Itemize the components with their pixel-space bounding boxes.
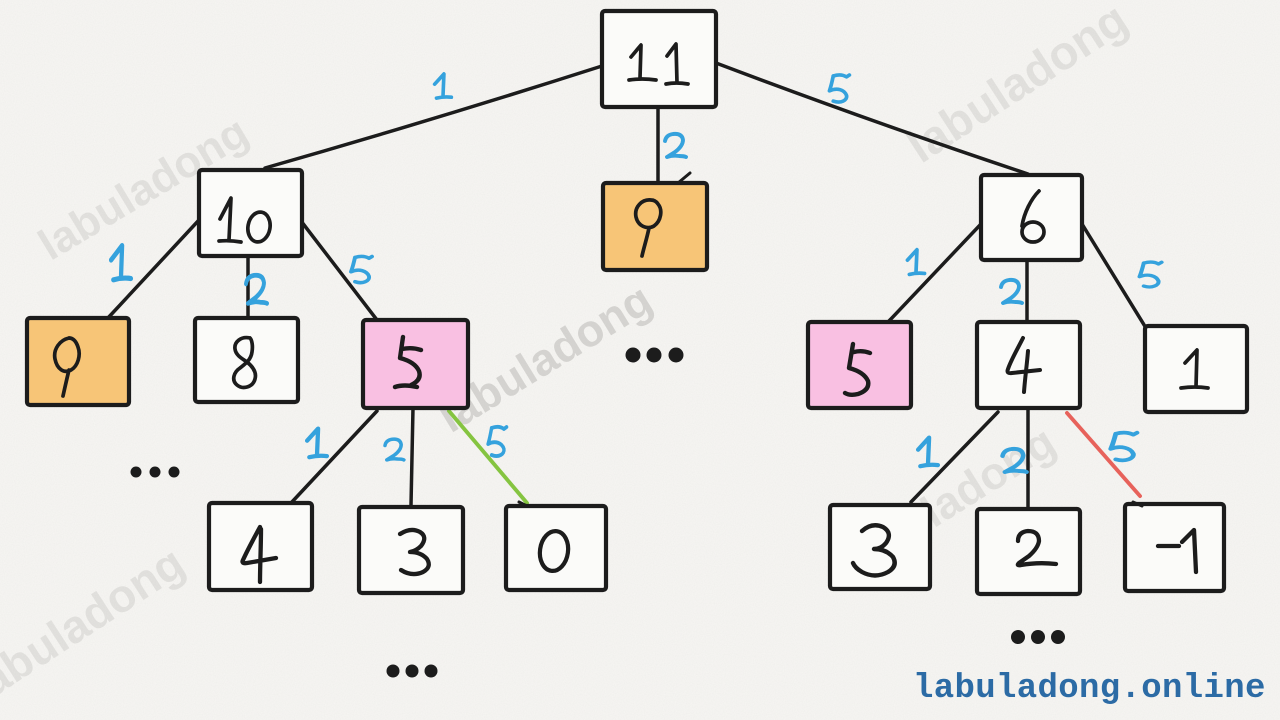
- svg-text:labuladong.online: labuladong.online: [913, 670, 1266, 708]
